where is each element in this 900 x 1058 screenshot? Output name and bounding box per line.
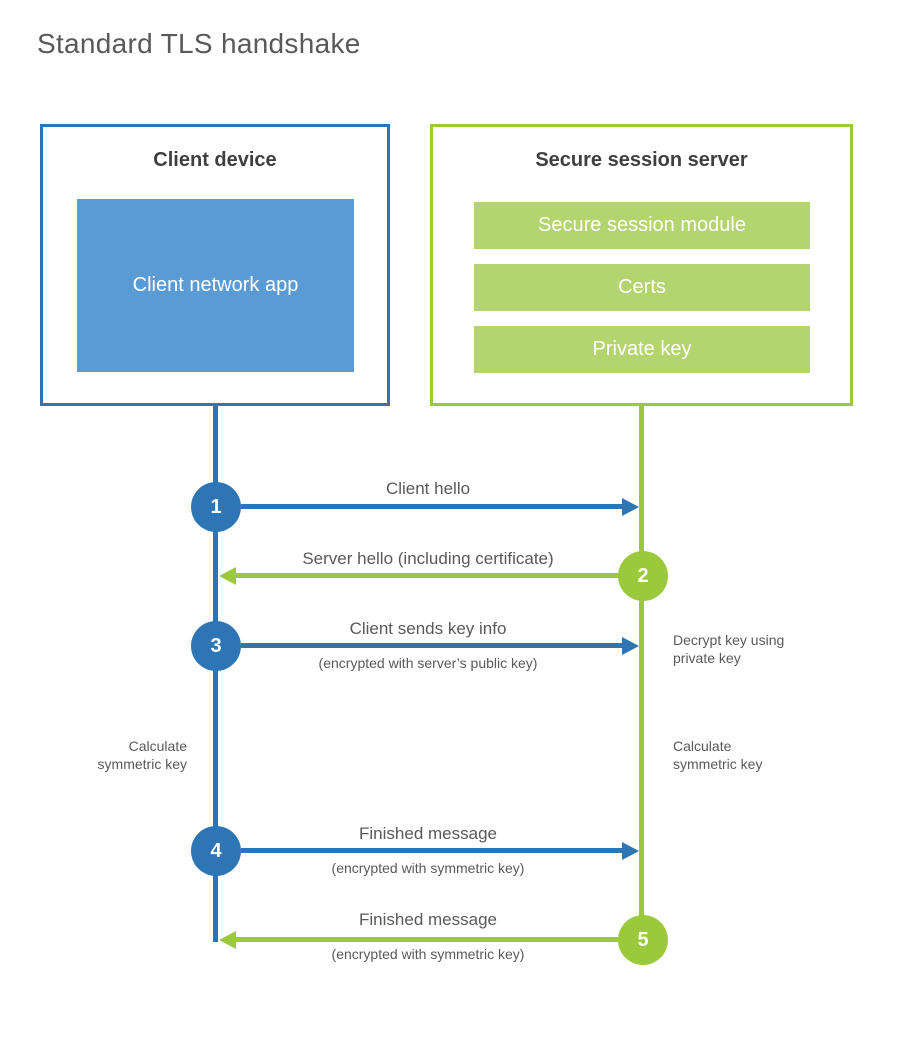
step-1-circle: 1 [191,482,241,532]
client-network-app-label: Client network app [132,274,299,296]
client-network-app-module: Client network app [77,199,354,372]
server-module-label: Certs [618,276,666,298]
secure-session-server-box: Secure session server Secure session mod… [430,124,853,406]
step-4-arrow-client-to-server [241,848,622,853]
step-4-label: Finished message [359,824,497,843]
step-5-arrow-server-to-client [236,937,618,942]
step-5-circle: 5 [618,915,668,965]
diagram-title: Standard TLS handshake [37,28,361,59]
note-decrypt-key-using-private-key: Decrypt key using private key [673,632,785,666]
server-module-bar-private-key: Private key [474,326,810,373]
step-1-arrow-client-to-server [241,504,622,509]
step-4-circle: 4 [191,826,241,876]
client-device-box: Client device Client network app [40,124,390,406]
server-module-label: Secure session module [538,214,746,236]
step-4-sublabel: (encrypted with symmetric key) [331,860,525,876]
server-lifeline [639,404,644,942]
step-3-label: Client sends key info [349,619,507,638]
step-2-circle: 2 [618,551,668,601]
server-module-bar-certs: Certs [474,264,810,311]
server-module-label: Private key [592,338,692,360]
step-5-sublabel: (encrypted with symmetric key) [331,946,525,962]
step-3-arrow-client-to-server [241,643,622,648]
step-2-arrow-server-to-client [236,573,618,578]
note-calculate-symmetric-key-server: Calculate symmetric key [673,738,763,772]
note-calculate-symmetric-key-client: Calculate symmetric key [97,738,187,772]
server-heading: Secure session server [535,149,748,171]
step-2-label: Server hello (including certificate) [302,549,554,568]
step-3-sublabel: (encrypted with server’s public key) [318,655,538,671]
step-1-label: Client hello [385,479,471,498]
step-5-label: Finished message [359,910,497,929]
client-lifeline [213,404,218,942]
client-device-heading: Client device [153,149,277,171]
step-3-circle: 3 [191,621,241,671]
server-module-bar-secure-session-module: Secure session module [474,202,810,249]
